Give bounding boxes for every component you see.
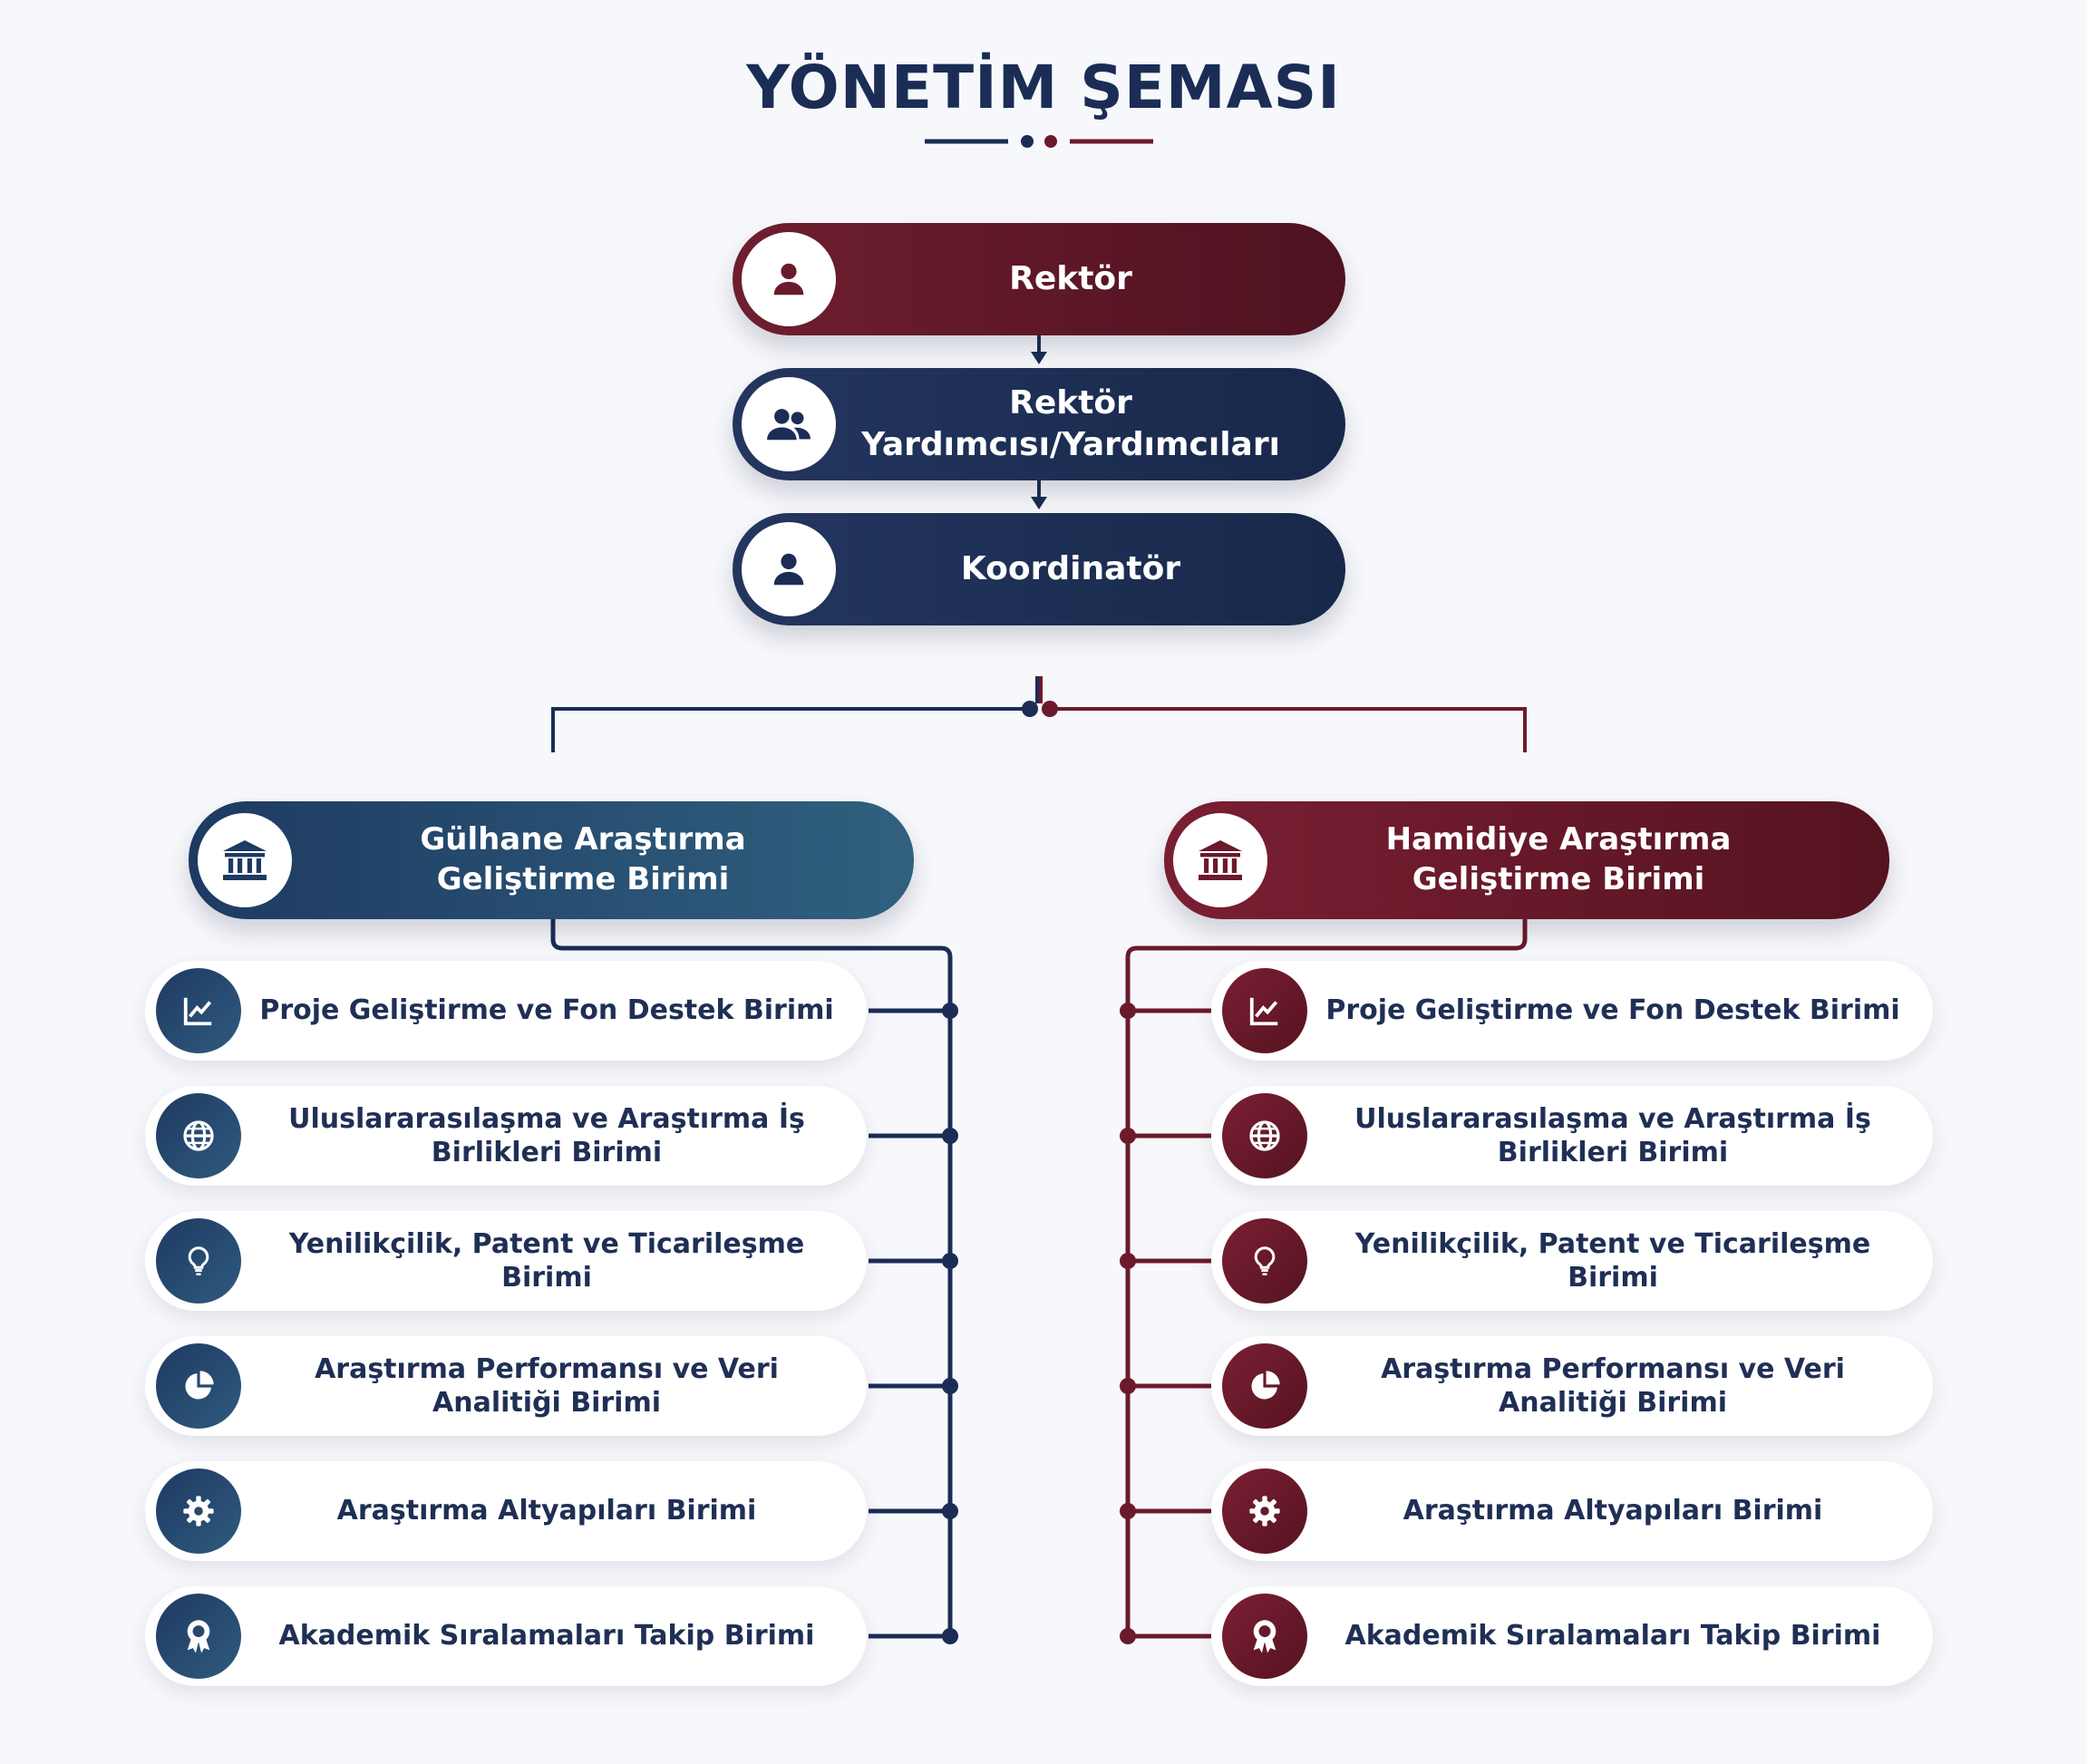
gear-icon — [156, 1468, 241, 1554]
unit-label: Proje Geliştirme ve Fon Destek Birimi — [259, 994, 834, 1027]
hamidiye-unit-yenilikcilik: Yenilikçilik, Patent ve Ticarileşme Biri… — [1211, 1211, 1933, 1311]
connector-dot — [1120, 1378, 1136, 1394]
connector-dot — [942, 1128, 958, 1144]
gulhane-branch-box: Gülhane Araştırma Geliştirme Birimi — [189, 801, 914, 919]
gulhane-unit-uluslararasilasma: Uluslararasılaşma ve Araştırma İş Birlik… — [145, 1086, 867, 1186]
institution-icon — [198, 813, 292, 907]
unit-label: Araştırma Altyapıları Birimi — [336, 1495, 757, 1527]
hamidiye-branch-label: Hamidiye Araştırma Geliştirme Birimi — [1385, 821, 1732, 897]
gulhane-branch-label: Gülhane Araştırma Geliştirme Birimi — [420, 821, 746, 897]
connector-dot — [942, 1503, 958, 1519]
chart-line-icon — [156, 968, 241, 1053]
user-icon — [742, 522, 836, 616]
chart-line-icon — [1222, 968, 1307, 1053]
split-connector — [551, 676, 1527, 752]
gulhane-unit-altyapi: Araştırma Altyapıları Birimi — [145, 1461, 867, 1561]
institution-icon — [1173, 813, 1267, 907]
gulhane-unit-siralamalar: Akademik Sıralamaları Takip Birimi — [145, 1586, 867, 1686]
unit-label: Yenilikçilik, Patent ve Ticarileşme Biri… — [288, 1227, 805, 1294]
connector-dot — [1120, 1253, 1136, 1269]
koordinator-label: Koordinatör — [960, 549, 1181, 587]
connector-dot — [1120, 1128, 1136, 1144]
globe-icon — [156, 1093, 241, 1178]
unit-label: Uluslararasılaşma ve Araştırma İş Birlik… — [288, 1102, 805, 1169]
left-branch-ticks — [869, 1003, 958, 1644]
hamidiye-branch-box: Hamidiye Araştırma Geliştirme Birimi — [1164, 801, 1889, 919]
user-icon — [742, 232, 836, 326]
rektor-box: Rektör — [733, 223, 1345, 335]
rektor-label: Rektör — [1009, 259, 1132, 297]
right-branch-bracket — [1125, 916, 1528, 1636]
pie-chart-icon — [156, 1343, 241, 1429]
connector-dot — [942, 1378, 958, 1394]
unit-label: Akademik Sıralamaları Takip Birimi — [278, 1620, 815, 1653]
title-underline — [925, 135, 1153, 148]
unit-label: Araştırma Performansı ve Veri Analitiği … — [1381, 1352, 1845, 1420]
arrow-yardimci-to-koordinator — [1031, 479, 1047, 509]
arrow-rektor-to-yardimci — [1031, 334, 1047, 364]
koordinator-box: Koordinatör — [733, 513, 1345, 625]
pie-chart-icon — [1222, 1343, 1307, 1429]
gulhane-unit-yenilikcilik: Yenilikçilik, Patent ve Ticarileşme Biri… — [145, 1211, 867, 1311]
connector-dot — [942, 1003, 958, 1019]
page-title: YÖNETİM ŞEMASI — [746, 53, 1341, 122]
globe-icon — [1222, 1093, 1307, 1178]
unit-label: Uluslararasılaşma ve Araştırma İş Birlik… — [1354, 1102, 1871, 1169]
connector-dot — [1120, 1503, 1136, 1519]
hamidiye-unit-siralamalar: Akademik Sıralamaları Takip Birimi — [1211, 1586, 1933, 1686]
lightbulb-icon — [156, 1218, 241, 1304]
right-branch-ticks — [1120, 1003, 1211, 1644]
gulhane-unit-performans: Araştırma Performansı ve Veri Analitiği … — [145, 1336, 867, 1436]
rektor-yardimcisi-label: Rektör Yardımcısı/Yardımcıları — [861, 383, 1280, 463]
connector-dot — [1120, 1003, 1136, 1019]
hamidiye-unit-proje: Proje Geliştirme ve Fon Destek Birimi — [1211, 961, 1933, 1061]
hamidiye-unit-altyapi: Araştırma Altyapıları Birimi — [1211, 1461, 1933, 1561]
unit-label: Proje Geliştirme ve Fon Destek Birimi — [1325, 994, 1900, 1027]
connector-dot — [1120, 1628, 1136, 1644]
users-icon — [742, 377, 836, 471]
gulhane-unit-proje: Proje Geliştirme ve Fon Destek Birimi — [145, 961, 867, 1061]
award-icon — [1222, 1594, 1307, 1679]
hamidiye-unit-performans: Araştırma Performansı ve Veri Analitiği … — [1211, 1336, 1933, 1436]
connector-dot — [942, 1628, 958, 1644]
hamidiye-unit-uluslararasilasma: Uluslararasılaşma ve Araştırma İş Birlik… — [1211, 1086, 1933, 1186]
unit-label: Araştırma Performansı ve Veri Analitiği … — [315, 1352, 779, 1420]
lightbulb-icon — [1222, 1218, 1307, 1304]
unit-label: Akademik Sıralamaları Takip Birimi — [1344, 1620, 1881, 1653]
left-branch-bracket — [550, 916, 953, 1636]
unit-label: Yenilikçilik, Patent ve Ticarileşme Biri… — [1354, 1227, 1871, 1294]
award-icon — [156, 1594, 241, 1679]
gear-icon — [1222, 1468, 1307, 1554]
unit-label: Araştırma Altyapıları Birimi — [1403, 1495, 1823, 1527]
connector-dot — [942, 1253, 958, 1269]
rektor-yardimcisi-box: Rektör Yardımcısı/Yardımcıları — [733, 368, 1345, 480]
